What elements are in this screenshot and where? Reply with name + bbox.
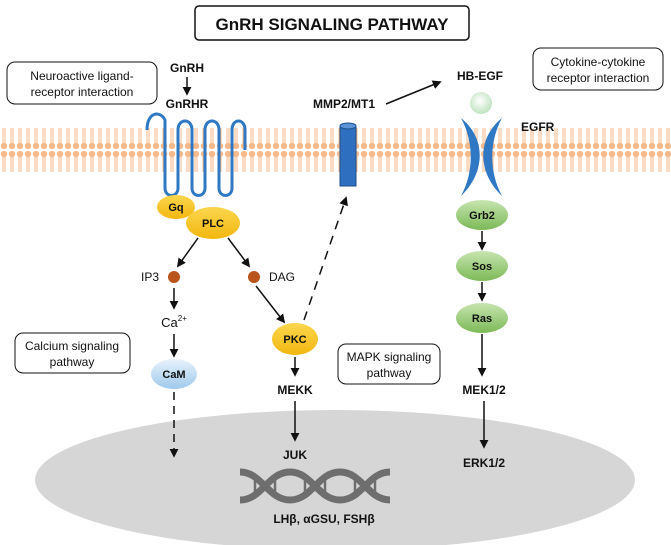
plc-node xyxy=(186,207,240,239)
egfr-right xyxy=(483,118,502,196)
ca-superscript: 2+ xyxy=(178,314,187,323)
mapk-line1: MAPK signaling xyxy=(347,350,432,364)
cell-membrane xyxy=(0,128,671,178)
erk-label: ERK1/2 xyxy=(463,456,505,470)
calcium-line2: pathway xyxy=(50,355,95,369)
cam-node xyxy=(151,359,197,389)
calcium-line1: Calcium signaling xyxy=(25,339,119,353)
neuroactive-line2: receptor interaction xyxy=(31,85,134,99)
mek-label: MEK1/2 xyxy=(462,383,506,397)
title: GnRH SIGNALING PATHWAY xyxy=(216,15,450,34)
gnrhr-label: GnRHR xyxy=(166,97,209,111)
sos-node xyxy=(456,251,508,281)
plc-to-ip3-arrow xyxy=(176,237,199,268)
neuroactive-box xyxy=(6,61,158,105)
pkc-label: PKC xyxy=(283,334,306,346)
cytokine-line1: Cytokine-cytokine xyxy=(551,55,646,69)
ip3-label: IP3 xyxy=(141,270,159,284)
ip3-dot xyxy=(168,271,180,283)
juk-label: JUK xyxy=(283,448,307,462)
egfr-left xyxy=(461,118,480,196)
gnrhr-receptor xyxy=(145,112,247,197)
title-box xyxy=(194,5,470,41)
hbegf-label: HB-EGF xyxy=(457,69,503,83)
gq-node xyxy=(157,195,195,219)
hbegf-ligand xyxy=(470,92,492,114)
gnrh-label: GnRH xyxy=(170,61,204,75)
mmp-channel xyxy=(339,125,357,187)
mapk-box xyxy=(337,343,441,385)
mapk-line2: pathway xyxy=(367,366,412,380)
mmp-channel-top xyxy=(339,122,357,130)
plc-to-dag-arrow xyxy=(227,237,251,268)
cytokine-line2: receptor interaction xyxy=(547,71,650,85)
dag-dot xyxy=(248,271,260,283)
grb2-node xyxy=(456,200,508,230)
pkc-node xyxy=(272,323,318,355)
calcium-box xyxy=(14,332,131,374)
gq-label: Gq xyxy=(168,202,183,214)
ca-label: Ca2+ xyxy=(161,314,187,330)
mekk-label: MEKK xyxy=(277,383,313,397)
sos-label: Sos xyxy=(472,261,492,273)
dag-to-pkc-arrow xyxy=(255,285,286,324)
cytokine-box xyxy=(532,47,664,91)
egfr-label: EGFR xyxy=(521,120,555,134)
plc-label: PLC xyxy=(202,218,224,230)
cam-label: CaM xyxy=(162,369,185,381)
dag-label: DAG xyxy=(269,270,295,284)
dna-helix xyxy=(239,468,391,504)
ras-label: Ras xyxy=(472,313,492,325)
genes-label: LHβ, αGSU, FSHβ xyxy=(273,512,374,526)
ras-node xyxy=(456,303,508,333)
neuroactive-line1: Neuroactive ligand- xyxy=(30,69,133,83)
pkc-to-mmp-dashed-arrow xyxy=(303,196,348,321)
mmp-to-hbegf-arrow xyxy=(385,80,442,105)
mmp-label: MMP2/MT1 xyxy=(313,97,375,111)
grb2-label: Grb2 xyxy=(469,210,495,222)
